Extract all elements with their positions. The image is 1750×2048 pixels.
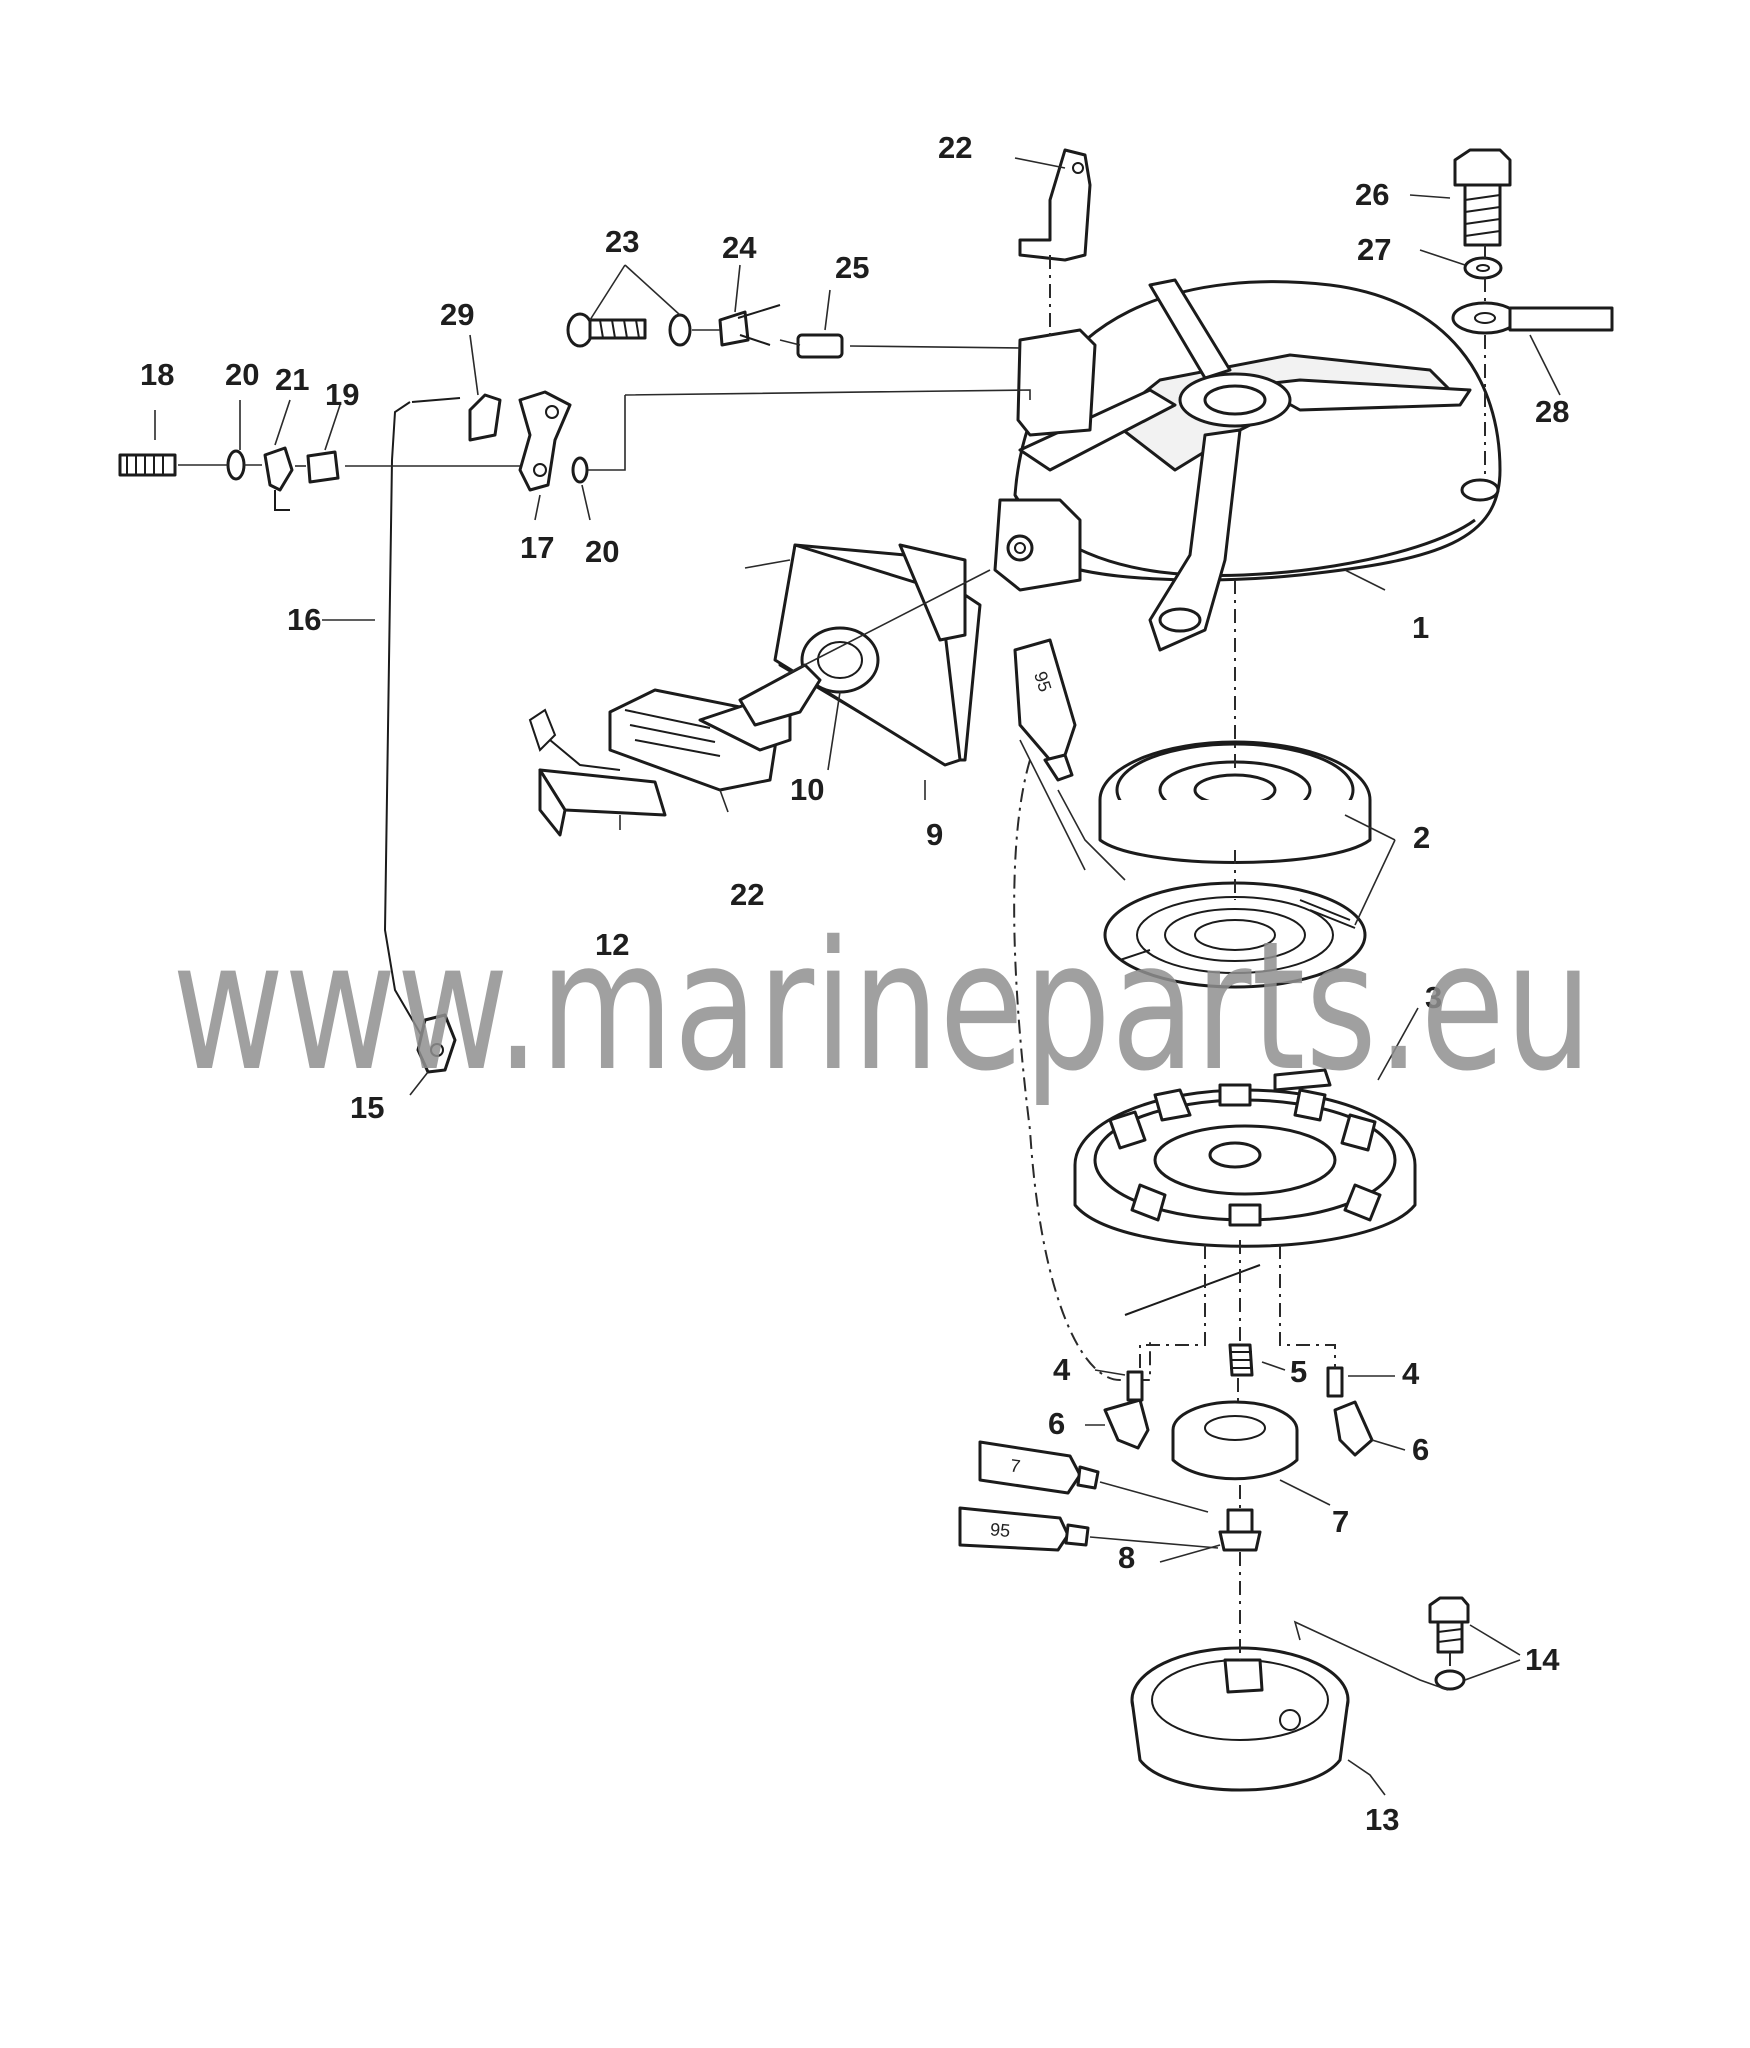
pawl-6-left [1103,1398,1150,1450]
callout-22-top: 22 [938,130,972,165]
callout-13: 13 [1365,1802,1399,1837]
rewind-spring-2 [1103,881,1367,989]
callout-10: 10 [790,772,824,807]
callout-7: 7 [1332,1504,1349,1539]
lock-washer-27 [1463,256,1503,280]
callout-26: 26 [1355,177,1389,212]
pawl-spring-4-right [1326,1366,1344,1398]
cam-lever-17 [518,390,572,492]
tube-label-95-lower: 95 [989,1519,1011,1541]
callout-28: 28 [1535,394,1569,429]
starter-rope-path [1013,759,1151,1381]
drive-cup-13 [1130,1646,1350,1792]
pulley-3 [1073,1068,1417,1316]
grease-tube-95-upper [1013,638,1077,782]
bushing-19 [306,450,340,484]
cover-12 [528,708,667,837]
bolt-26 [1453,148,1512,247]
callout-25: 25 [835,250,869,285]
callout-14: 14 [1525,1642,1560,1677]
callout-3: 3 [1425,980,1442,1015]
callout-17: 17 [520,530,554,565]
center-bolt-8 [1218,1508,1262,1552]
washer-20-right [571,456,589,484]
pawl-retainer-7 [1171,1400,1299,1481]
assembly-lines [154,157,1561,1796]
callout-9: 9 [926,817,943,852]
pin-25 [796,333,844,359]
callout-8: 8 [1118,1540,1135,1575]
callout-5: 5 [1290,1354,1307,1389]
pawl-spring-4-left [1126,1370,1144,1402]
callout-29: 29 [440,297,474,332]
callout-16: 16 [287,602,321,637]
callout-27: 27 [1357,232,1391,267]
callout-24: 24 [722,230,757,265]
tube-label-7: 7 [1009,1455,1022,1476]
spring-18 [118,453,177,477]
starter-housing [993,278,1502,652]
washer-20-left [226,449,246,481]
callout-4-right: 4 [1402,1356,1420,1391]
callout-19: 19 [325,377,359,412]
grease-tube-95-lower [958,1506,1090,1552]
spring-24 [718,304,781,347]
callout-2: 2 [1413,820,1430,855]
clip-29 [468,393,502,442]
interlock-22-lower [608,663,822,792]
callout-21: 21 [275,362,309,397]
pawl-6-right [1333,1400,1374,1457]
callout-6-right: 6 [1412,1432,1429,1467]
callout-22-lower: 22 [730,877,764,912]
handle-bracket-28 [1451,301,1614,335]
spring-5 [1228,1343,1254,1377]
screw-23 [566,312,692,348]
callout-18: 18 [140,357,174,392]
washer-14 [1434,1669,1466,1691]
grease-tube-7 [978,1440,1100,1495]
callout-6-left: 6 [1048,1406,1065,1441]
rewind-spring-cover-2 [1098,740,1372,864]
clip-21 [263,446,294,511]
callout-15: 15 [350,1090,384,1125]
callout-1: 1 [1412,610,1429,645]
bolt-14 [1428,1596,1470,1654]
callout-20-right: 20 [585,534,619,569]
rod-end-15 [416,1013,457,1074]
link-rod-16 [383,397,461,1051]
callout-labels: 1 2 3 4 4 5 6 6 7 8 9 10 12 13 14 15 16 … [140,130,1569,1837]
callout-20-left: 20 [225,357,259,392]
callout-4-left: 4 [1053,1352,1071,1387]
lever-top [1018,148,1092,262]
callout-23: 23 [605,224,639,259]
watermark-text: www.marineparts.eu [172,903,1592,1110]
callout-12: 12 [595,927,629,962]
